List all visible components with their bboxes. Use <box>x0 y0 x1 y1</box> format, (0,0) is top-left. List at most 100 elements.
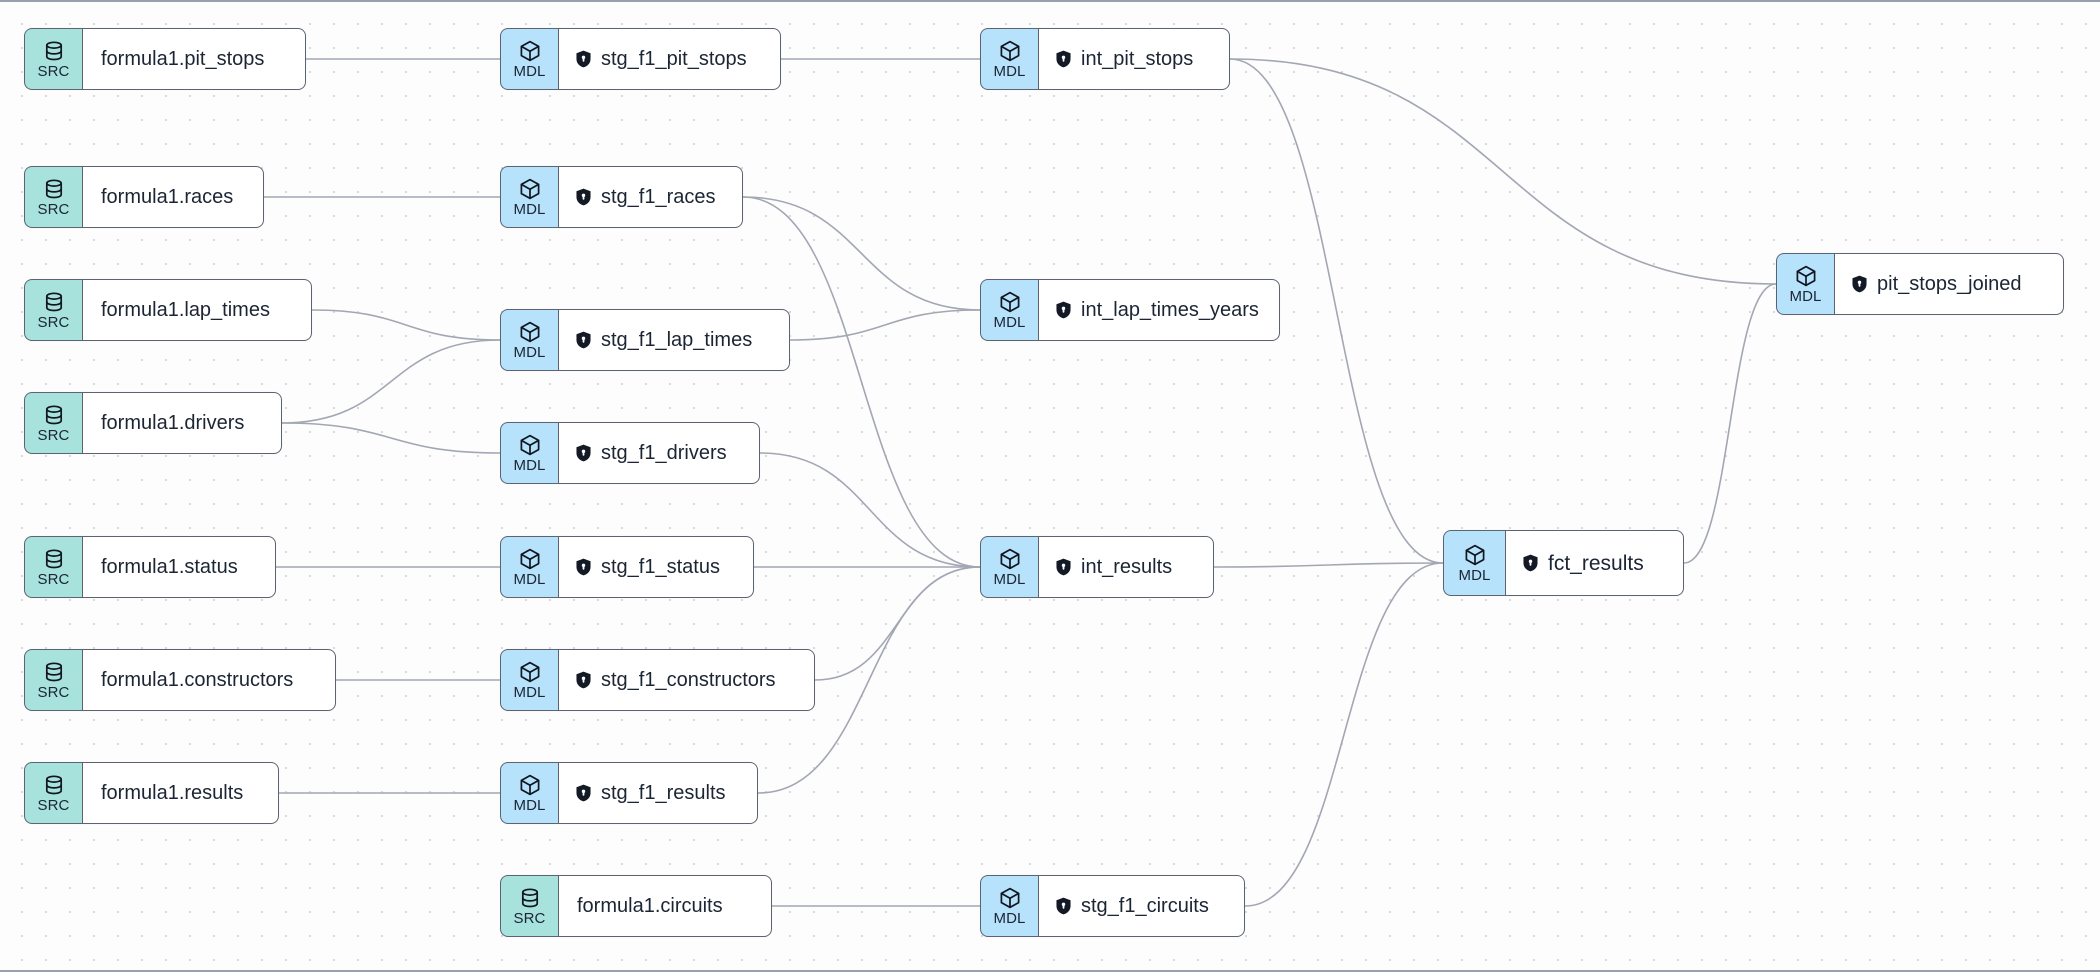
node-body-stg_results[interactable]: stg_f1_results <box>558 762 758 824</box>
graph-node-stg_constructors[interactable]: MDL stg_f1_constructors <box>500 649 815 711</box>
node-label-stg_lap_times: stg_f1_lap_times <box>601 329 753 351</box>
node-label-stg_constructors: stg_f1_constructors <box>601 669 776 691</box>
graph-node-src_drivers[interactable]: SRC formula1.drivers <box>24 392 282 454</box>
shield-lock-icon <box>575 331 592 349</box>
node-body-stg_constructors[interactable]: stg_f1_constructors <box>558 649 815 711</box>
node-type-label: SRC <box>37 427 70 444</box>
cube-icon <box>1463 543 1487 567</box>
node-body-src_circuits[interactable]: formula1.circuits <box>558 875 772 937</box>
node-type-label: MDL <box>513 344 546 361</box>
node-type-label: MDL <box>513 571 546 588</box>
node-type-badge-stg_constructors: MDL <box>500 649 558 711</box>
graph-node-src_pit_stops[interactable]: SRC formula1.pit_stops <box>24 28 306 90</box>
node-body-int_pit_stops[interactable]: int_pit_stops <box>1038 28 1230 90</box>
node-body-stg_pit_stops[interactable]: stg_f1_pit_stops <box>558 28 781 90</box>
node-type-badge-stg_circuits: MDL <box>980 875 1038 937</box>
node-type-badge-src_constructors: SRC <box>24 649 82 711</box>
edge-stg_constructors-to-int_results <box>814 566 981 681</box>
graph-node-stg_status[interactable]: MDL stg_f1_status <box>500 536 754 598</box>
cube-icon <box>518 39 542 63</box>
database-cylinder-icon <box>42 39 66 63</box>
node-body-src_races[interactable]: formula1.races <box>82 166 264 228</box>
node-type-label: SRC <box>513 910 546 927</box>
node-body-src_lap_times[interactable]: formula1.lap_times <box>82 279 312 341</box>
node-label-src_constructors: formula1.constructors <box>101 669 294 691</box>
edge-int_results-to-fct_results <box>1213 562 1444 568</box>
shield-lock-icon <box>1055 558 1072 576</box>
node-body-stg_lap_times[interactable]: stg_f1_lap_times <box>558 309 790 371</box>
shield-lock-icon <box>1522 554 1539 572</box>
node-label-src_circuits: formula1.circuits <box>577 895 723 917</box>
node-body-src_results[interactable]: formula1.results <box>82 762 279 824</box>
node-label-src_lap_times: formula1.lap_times <box>101 299 270 321</box>
node-type-badge-stg_races: MDL <box>500 166 558 228</box>
node-body-src_drivers[interactable]: formula1.drivers <box>82 392 282 454</box>
node-body-int_lap_times_years[interactable]: int_lap_times_years <box>1038 279 1280 341</box>
node-type-badge-int_lap_times_years: MDL <box>980 279 1038 341</box>
database-cylinder-icon <box>42 403 66 427</box>
edge-int_pit_stops-to-pit_stops_joined <box>1229 58 1777 285</box>
cube-icon <box>998 547 1022 571</box>
node-body-int_results[interactable]: int_results <box>1038 536 1214 598</box>
node-type-badge-src_pit_stops: SRC <box>24 28 82 90</box>
node-type-label: MDL <box>513 201 546 218</box>
node-type-badge-src_circuits: SRC <box>500 875 558 937</box>
cube-icon <box>518 433 542 457</box>
node-type-label: MDL <box>1789 288 1822 305</box>
node-body-src_status[interactable]: formula1.status <box>82 536 276 598</box>
graph-node-src_results[interactable]: SRC formula1.results <box>24 762 279 824</box>
database-cylinder-icon <box>42 773 66 797</box>
edge-src_lap_times-to-stg_lap_times <box>311 309 501 341</box>
node-body-pit_stops_joined[interactable]: pit_stops_joined <box>1834 253 2064 315</box>
database-cylinder-icon <box>42 177 66 201</box>
node-type-badge-stg_pit_stops: MDL <box>500 28 558 90</box>
node-label-stg_results: stg_f1_results <box>601 782 726 804</box>
cube-icon <box>518 547 542 571</box>
graph-node-src_circuits[interactable]: SRC formula1.circuits <box>500 875 772 937</box>
graph-node-pit_stops_joined[interactable]: MDL pit_stops_joined <box>1776 253 2064 315</box>
shield-lock-icon <box>575 444 592 462</box>
edge-src_drivers-to-stg_drivers <box>281 422 501 454</box>
node-body-stg_status[interactable]: stg_f1_status <box>558 536 754 598</box>
node-type-label: SRC <box>37 684 70 701</box>
node-type-badge-src_races: SRC <box>24 166 82 228</box>
graph-node-int_lap_times_years[interactable]: MDL int_lap_times_years <box>980 279 1280 341</box>
graph-node-stg_drivers[interactable]: MDL stg_f1_drivers <box>500 422 760 484</box>
node-body-stg_circuits[interactable]: stg_f1_circuits <box>1038 875 1245 937</box>
cube-icon <box>518 320 542 344</box>
node-type-badge-int_pit_stops: MDL <box>980 28 1038 90</box>
graph-node-stg_lap_times[interactable]: MDL stg_f1_lap_times <box>500 309 790 371</box>
graph-node-int_results[interactable]: MDL int_results <box>980 536 1214 598</box>
node-label-src_pit_stops: formula1.pit_stops <box>101 48 265 70</box>
node-type-badge-int_results: MDL <box>980 536 1038 598</box>
node-label-pit_stops_joined: pit_stops_joined <box>1877 273 2022 295</box>
node-label-int_lap_times_years: int_lap_times_years <box>1081 299 1259 321</box>
database-cylinder-icon <box>42 660 66 684</box>
shield-lock-icon <box>575 671 592 689</box>
graph-node-src_constructors[interactable]: SRC formula1.constructors <box>24 649 336 711</box>
node-type-label: SRC <box>37 797 70 814</box>
node-label-fct_results: fct_results <box>1548 551 1644 575</box>
node-body-stg_races[interactable]: stg_f1_races <box>558 166 743 228</box>
node-type-label: MDL <box>513 457 546 474</box>
node-body-stg_drivers[interactable]: stg_f1_drivers <box>558 422 760 484</box>
cube-icon <box>1794 264 1818 288</box>
node-type-badge-pit_stops_joined: MDL <box>1776 253 1834 315</box>
edge-fct_results-to-pit_stops_joined <box>1683 283 1777 564</box>
database-cylinder-icon <box>518 886 542 910</box>
graph-node-stg_races[interactable]: MDL stg_f1_races <box>500 166 743 228</box>
node-body-fct_results[interactable]: fct_results <box>1505 530 1684 596</box>
node-body-src_pit_stops[interactable]: formula1.pit_stops <box>82 28 306 90</box>
node-body-src_constructors[interactable]: formula1.constructors <box>82 649 336 711</box>
node-label-int_results: int_results <box>1081 556 1173 578</box>
